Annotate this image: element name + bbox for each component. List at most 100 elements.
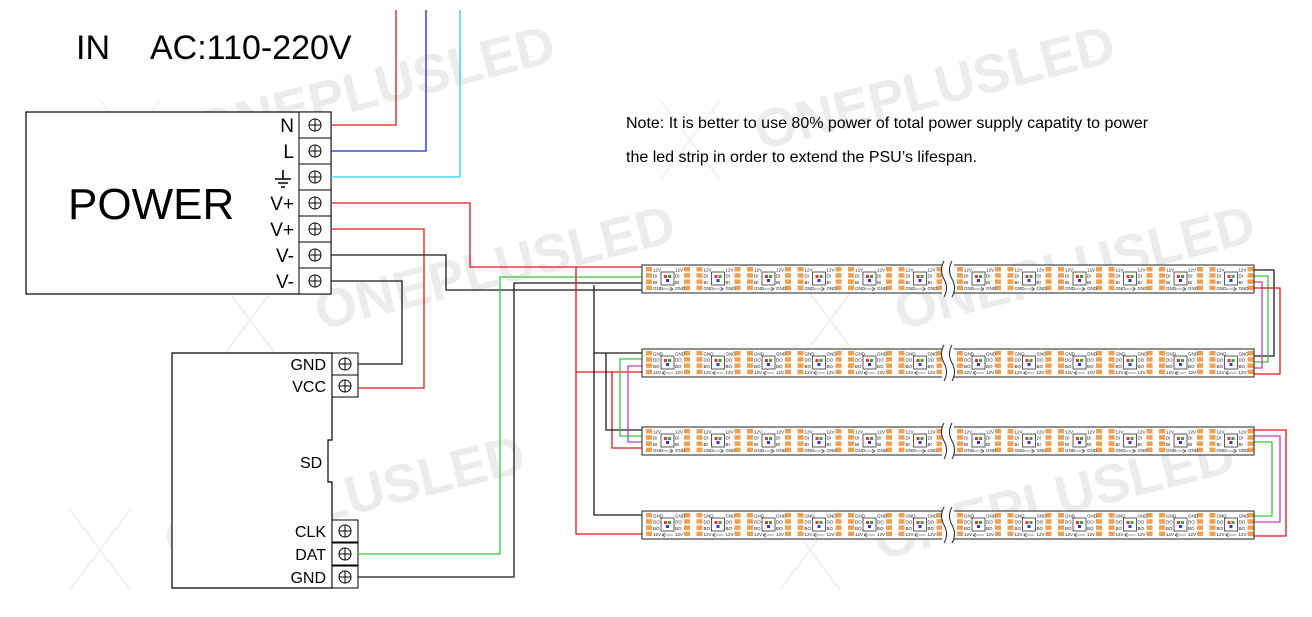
pad-label: GND <box>1015 514 1026 519</box>
solder-pad <box>785 513 791 518</box>
led-chip <box>711 517 725 532</box>
pad-label: 12V <box>1116 268 1124 273</box>
solder-pad <box>1197 525 1203 530</box>
solder-pad <box>1247 267 1254 272</box>
solder-pad <box>1007 435 1014 440</box>
pad-label: DI <box>1065 274 1070 279</box>
led-die-blue <box>1179 363 1182 366</box>
solder-pad <box>1045 513 1052 518</box>
led-die-blue <box>1027 525 1031 528</box>
pad-label: GND <box>1166 448 1177 453</box>
solder-pad <box>1146 429 1153 434</box>
solder-pad <box>1058 273 1064 278</box>
led-die-blue <box>1128 525 1132 528</box>
solder-pad <box>1159 279 1165 284</box>
pad-label: GND <box>906 286 917 291</box>
led-chip <box>711 355 725 370</box>
led-die-green <box>1231 359 1235 362</box>
solder-pad <box>1096 357 1102 362</box>
pad-label: DO <box>653 520 660 525</box>
pad-label: BO <box>1239 364 1246 369</box>
pad-label: 12V <box>1188 370 1196 375</box>
pad-label: GND <box>986 514 997 519</box>
solder-pad <box>1096 279 1102 284</box>
pad-label: BI <box>986 280 990 285</box>
led-die-green <box>1231 275 1235 278</box>
pad-label: BI <box>776 280 780 285</box>
solder-pad <box>1058 441 1064 446</box>
direction-arrow-icon <box>712 370 724 376</box>
solder-pad <box>1146 531 1153 537</box>
led-chip <box>971 517 986 532</box>
led-die-red <box>765 359 768 362</box>
solder-pad <box>848 351 854 356</box>
solder-pad <box>848 285 854 291</box>
pad-label: DI <box>1188 274 1193 279</box>
direction-arrow-icon <box>1023 448 1035 454</box>
led-die-green <box>870 275 873 278</box>
solder-pad <box>995 369 1001 375</box>
screw-slot <box>309 223 321 235</box>
solder-pad <box>646 531 652 537</box>
pad-label: DI <box>653 436 658 441</box>
pad-label: GND <box>827 352 838 357</box>
solder-pad <box>734 285 741 291</box>
solder-pad <box>1096 429 1102 434</box>
pad-label: DI <box>1239 436 1244 441</box>
pad-label: BI <box>928 280 932 285</box>
solder-pad <box>898 435 905 440</box>
direction-arrow-icon <box>1074 286 1086 292</box>
pad-label: DO <box>1015 358 1022 363</box>
pad-label: 12V <box>726 532 734 537</box>
pad-label: BI <box>855 280 859 285</box>
pad-label: 12V <box>906 532 914 537</box>
pad-label: DI <box>726 274 731 279</box>
solder-pad <box>797 279 804 284</box>
solder-pad <box>1007 531 1014 537</box>
solder-pad <box>1096 525 1102 530</box>
pad-label: 12V <box>1065 430 1073 435</box>
pad-label: 12V <box>855 532 863 537</box>
led-die-blue <box>767 363 770 366</box>
solder-pad <box>646 513 652 518</box>
pad-label: 12V <box>1087 268 1095 273</box>
solder-pad <box>886 285 892 291</box>
pad-label: DI <box>1015 274 1020 279</box>
solder-pad <box>646 519 652 524</box>
pad-label: DI <box>964 274 969 279</box>
pad-label: DI <box>928 274 933 279</box>
led-die-red <box>1177 359 1180 362</box>
led-die-red <box>1227 275 1231 278</box>
solder-pad <box>1247 447 1254 453</box>
strip-break-mark <box>949 260 955 298</box>
solder-pad <box>995 285 1001 291</box>
solder-pad <box>1045 351 1052 356</box>
pad-label: BO <box>1217 526 1224 531</box>
direction-arrow-icon <box>813 370 825 376</box>
solder-pad <box>1197 441 1203 446</box>
led-die-blue <box>817 441 821 444</box>
led-die-green <box>1181 437 1184 440</box>
pad-label: GND <box>1015 448 1026 453</box>
direction-arrow-icon <box>1225 532 1237 538</box>
led-chip <box>1224 355 1238 370</box>
wire-loop-3-4-data <box>1254 441 1273 517</box>
pad-label: BI <box>805 442 809 447</box>
pad-label: GND <box>653 286 664 291</box>
pad-label: DI <box>986 436 991 441</box>
solder-pad <box>747 363 753 368</box>
solder-pad <box>995 441 1001 446</box>
pad-label: GND <box>726 514 737 519</box>
led-chip <box>971 355 986 370</box>
pad-label: BI <box>855 442 859 447</box>
pad-label: GND <box>754 286 765 291</box>
pad-label: BI <box>754 280 758 285</box>
solder-pad <box>848 429 854 434</box>
solder-pad <box>898 525 905 530</box>
solder-pad <box>1007 285 1014 291</box>
pad-label: DO <box>1116 358 1123 363</box>
solder-pad <box>1058 285 1064 291</box>
pad-label: 12V <box>1015 532 1023 537</box>
solder-pad <box>747 525 753 530</box>
led-die-red <box>1076 521 1079 524</box>
